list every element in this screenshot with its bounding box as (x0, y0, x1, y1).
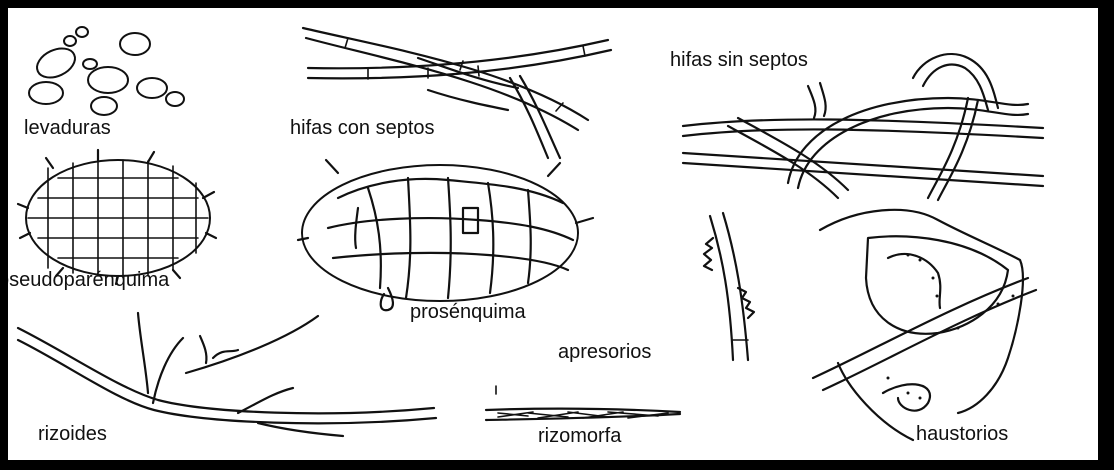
label-apresorios: apresorios (558, 342, 651, 362)
pseudoparenquima-drawing (18, 150, 216, 284)
label-levaduras: levaduras (24, 118, 111, 138)
fungal-structures-illustration (8, 8, 1098, 460)
label-haustorios: haustorios (916, 424, 1008, 444)
prosenquima-drawing (298, 160, 593, 310)
apresorios-drawing (704, 213, 754, 360)
label-prosenquima: prosénquima (410, 302, 526, 322)
figure-panel: levaduras hifas con septos hifas sin sep… (8, 8, 1098, 460)
label-rizoides: rizoides (38, 424, 107, 444)
label-hifas-sin-septos: hifas sin septos (670, 50, 808, 70)
label-rizomorfa: rizomorfa (538, 426, 621, 446)
haustorios-drawing (813, 210, 1036, 440)
hifas-sin-septos-drawing (683, 54, 1043, 200)
levaduras-drawing (29, 27, 184, 115)
rizomorfa-drawing (486, 386, 680, 420)
label-hifas-con-septos: hifas con septos (290, 118, 435, 138)
rizoides-drawing (18, 313, 436, 436)
label-pseudoparenquima: pseudoparénquima (8, 270, 169, 290)
